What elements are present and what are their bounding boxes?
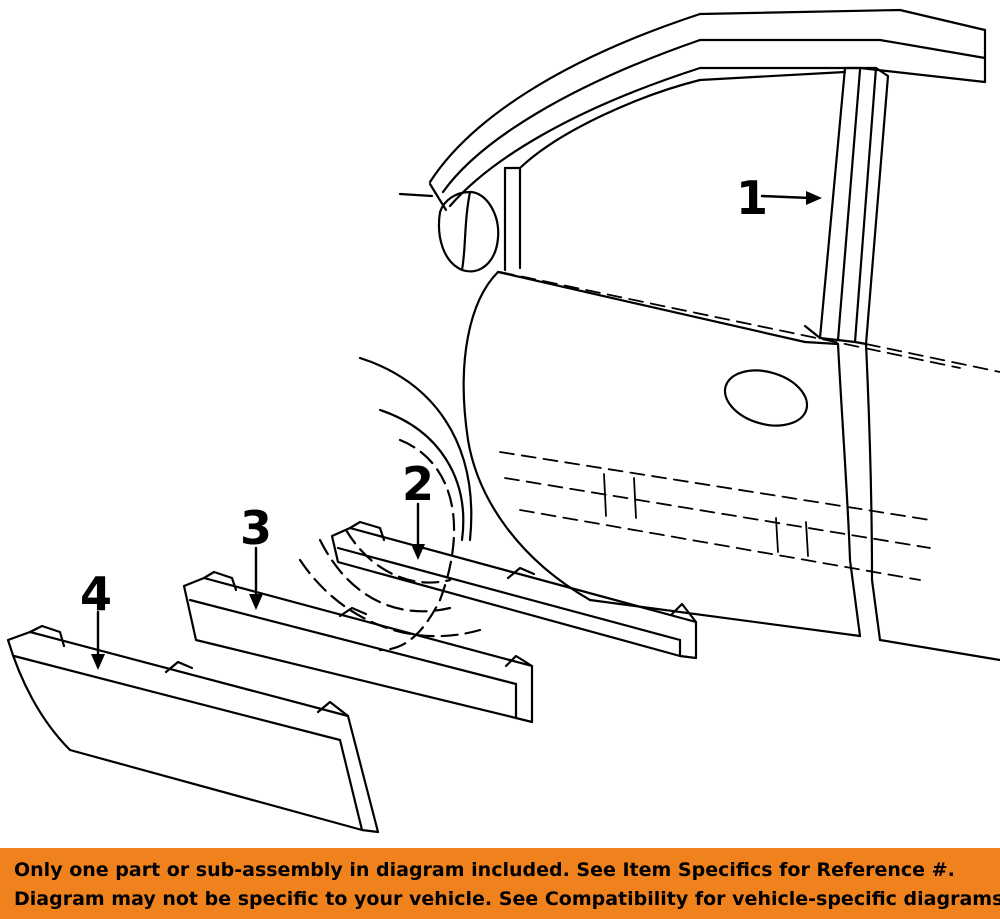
body-dashed-lines bbox=[499, 271, 1000, 581]
roof-outline bbox=[398, 8, 987, 208]
part-2-molding bbox=[330, 520, 698, 660]
door-outline bbox=[462, 270, 1000, 662]
door-clips bbox=[603, 473, 809, 557]
wheel-arch bbox=[298, 356, 482, 652]
callout-arrowheads bbox=[91, 191, 822, 670]
callout-leaders bbox=[96, 194, 812, 662]
disclaimer-line-2: Diagram may not be specific to your vehi… bbox=[14, 888, 1000, 910]
door-handle bbox=[723, 369, 809, 427]
disclaimer-line-1: Only one part or sub-assembly in diagram… bbox=[14, 859, 955, 881]
callout-3: 3 bbox=[240, 501, 272, 555]
callout-2: 2 bbox=[402, 457, 434, 511]
side-mirror bbox=[428, 182, 500, 273]
disclaimer-banner: Only one part or sub-assembly in diagram… bbox=[0, 848, 1000, 919]
part-3-molding bbox=[182, 570, 534, 724]
part-1-pillar-molding bbox=[803, 66, 890, 346]
parts-diagram: 1 2 3 4 bbox=[6, 8, 1000, 834]
callout-1: 1 bbox=[736, 171, 768, 225]
part-4-molding bbox=[6, 624, 380, 834]
window-frame bbox=[496, 70, 847, 344]
callout-4: 4 bbox=[80, 567, 112, 621]
